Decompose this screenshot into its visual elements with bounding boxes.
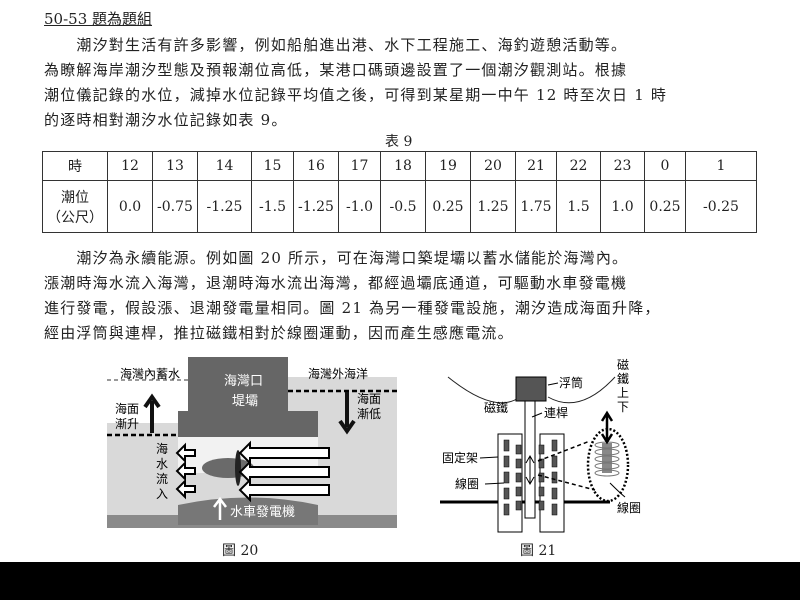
label-magnet: 磁鐵 bbox=[484, 400, 508, 415]
label-magnet-motion: 上 bbox=[617, 386, 629, 400]
hour-cell: 18 bbox=[380, 151, 426, 181]
hour-cell: 13 bbox=[152, 151, 198, 181]
label-float: 浮筒 bbox=[559, 375, 583, 390]
label-fall: 海面 bbox=[357, 391, 381, 406]
inflow-arrows-icon bbox=[175, 440, 330, 503]
label-inflow: 水 bbox=[156, 457, 168, 471]
table-caption: 表 9 bbox=[385, 134, 413, 150]
label-generator: 水車發電機 bbox=[230, 505, 295, 520]
hour-cell: 16 bbox=[293, 151, 339, 181]
label-inflow: 入 bbox=[156, 487, 168, 501]
paragraph2-line: 進行發電，假設漲、退潮發電量相同。圖 21 為另一種發電設施，潮汐造成海面升降， bbox=[44, 299, 661, 317]
level-cell: 1.25 bbox=[470, 180, 516, 233]
row-header-hour: 時 bbox=[42, 151, 108, 181]
paragraph1-line: 為瞭解海岸潮汐型態及預報潮位高低，某港口碼頭邊設置了一個潮汐觀測站。根據 bbox=[44, 61, 628, 79]
paragraph1-line: 潮位儀記錄的水位，減掉水位記錄平均值之後，可得到某星期一中午 12 時至次日 1… bbox=[44, 86, 668, 104]
leader-line bbox=[609, 482, 626, 498]
level-cell: 1.0 bbox=[600, 180, 645, 233]
hour-cell: 22 bbox=[556, 151, 601, 181]
label-frame: 固定架 bbox=[442, 450, 478, 465]
label-dam: 海灣口 bbox=[224, 374, 263, 389]
leader-line bbox=[484, 482, 505, 485]
sea-surface bbox=[447, 376, 616, 404]
paragraph2-line: 經由浮筒與連桿，推拉磁鐵相對於線圈運動，因而產生感應電流。 bbox=[44, 324, 514, 342]
label-magnet-motion: 鐵 bbox=[617, 371, 629, 386]
level-cell: -0.5 bbox=[380, 180, 426, 233]
level-cell: 1.5 bbox=[556, 180, 601, 233]
level-cell: 1.75 bbox=[515, 180, 557, 233]
hour-cell: 17 bbox=[338, 151, 381, 181]
bottom-black-band bbox=[0, 562, 800, 600]
paragraph1-line: 潮汐對生活有許多影響，例如船舶進出港、水下工程施工、海釣遊憩活動等。 bbox=[44, 36, 628, 54]
hour-cell: 15 bbox=[251, 151, 294, 181]
label-ocean: 海灣外海洋 bbox=[308, 366, 368, 381]
table-row-hours: 時 12 13 14 15 16 17 18 19 20 21 22 23 0 … bbox=[42, 151, 757, 181]
label-magnet-motion: 下 bbox=[617, 400, 629, 414]
figure20-diagram: 海灣內蓄水 海灣口 堤壩 海灣外海洋 海面 漸升 海面 漸低 海 水 流 入 水… bbox=[107, 357, 397, 528]
hour-cell: 0 bbox=[644, 151, 686, 181]
hour-cell: 21 bbox=[515, 151, 557, 181]
row-header-level: 潮位 （公尺） bbox=[42, 180, 108, 233]
level-cell: 0.25 bbox=[425, 180, 471, 233]
figure21-caption: 圖 21 bbox=[520, 543, 557, 559]
hour-cell: 12 bbox=[107, 151, 153, 181]
label-inflow: 海 bbox=[156, 441, 168, 456]
coils-icon bbox=[503, 439, 558, 516]
label-rise: 海面 bbox=[115, 401, 139, 416]
row-header-level-unit: （公尺） bbox=[47, 209, 103, 226]
magnet-motion-arrow-icon bbox=[525, 454, 535, 486]
table-row-levels: 潮位 （公尺） 0.0 -0.75 -1.25 -1.5 -1.25 -1.0 -… bbox=[42, 180, 757, 233]
dam-body bbox=[178, 357, 318, 437]
float-icon bbox=[515, 376, 547, 402]
label-coil: 線圈 bbox=[455, 476, 479, 491]
level-cell: 0.25 bbox=[644, 180, 686, 233]
turbine-blade bbox=[235, 450, 241, 486]
hour-cell: 14 bbox=[197, 151, 252, 181]
label-magnet-motion: 磁 bbox=[617, 357, 629, 372]
tide-table: 時 12 13 14 15 16 17 18 19 20 21 22 23 0 … bbox=[42, 151, 757, 233]
paragraph1-line: 的逐時相對潮汐水位記錄如表 9。 bbox=[44, 111, 288, 129]
level-cell: -1.5 bbox=[251, 180, 294, 233]
level-cell: -1.0 bbox=[338, 180, 381, 233]
fall-arrow-icon bbox=[338, 392, 356, 435]
label-inflow: 流 bbox=[156, 472, 168, 486]
label-fall-2: 漸低 bbox=[357, 407, 381, 421]
leader-line bbox=[531, 412, 543, 418]
generator-base bbox=[178, 497, 318, 525]
level-cell: -1.25 bbox=[197, 180, 252, 233]
zoom-ellipse bbox=[586, 427, 630, 503]
hour-cell: 1 bbox=[685, 151, 757, 181]
level-cell: -1.25 bbox=[293, 180, 339, 233]
level-cell: -0.25 bbox=[685, 180, 757, 233]
section-title: 50-53 題為題組 bbox=[44, 10, 153, 28]
up-down-arrow-icon bbox=[600, 410, 614, 445]
up-arrow-icon bbox=[213, 496, 227, 520]
label-rise-2: 漸升 bbox=[115, 417, 139, 431]
label-dam-2: 堤壩 bbox=[232, 394, 258, 409]
label-bay-water: 海灣內蓄水 bbox=[120, 366, 180, 381]
rise-arrow-icon bbox=[143, 393, 161, 433]
leader-line bbox=[479, 456, 499, 459]
figure21-diagram: 浮筒 磁鐵 連桿 固定架 線圈 線圈 磁 鐵 上 下 bbox=[440, 357, 641, 533]
hour-cell: 19 bbox=[425, 151, 471, 181]
hour-cell: 20 bbox=[470, 151, 516, 181]
label-rod: 連桿 bbox=[544, 405, 568, 420]
zoom-magnet bbox=[602, 443, 612, 473]
zoom-line bbox=[537, 440, 591, 462]
row-header-level-label: 潮位 bbox=[61, 189, 89, 206]
paragraph2-line: 潮汐為永續能源。例如圖 20 所示，可在海灣口築堤壩以蓄水儲能於海灣內。 bbox=[44, 249, 629, 267]
paragraph2-line: 漲潮時海水流入海灣，退潮時海水流出海灣，都經過壩底通道，可驅動水車發電機 bbox=[44, 274, 628, 292]
level-cell: 0.0 bbox=[107, 180, 153, 233]
figure20-caption: 圖 20 bbox=[222, 543, 259, 559]
level-cell: -0.75 bbox=[152, 180, 198, 233]
label-coil-zoom: 線圈 bbox=[617, 500, 641, 515]
leader-line bbox=[547, 382, 559, 386]
hour-cell: 23 bbox=[600, 151, 645, 181]
zoom-line bbox=[537, 474, 596, 491]
